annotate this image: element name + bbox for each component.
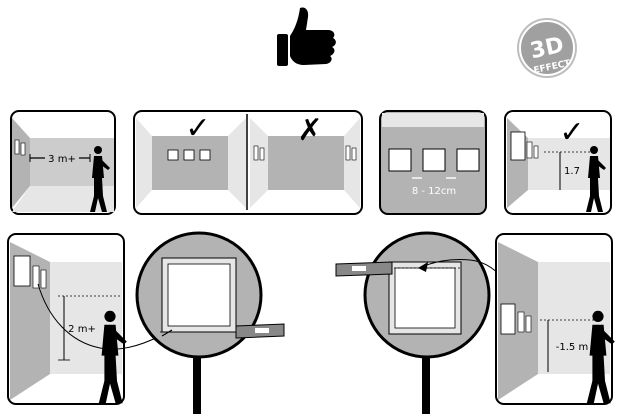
arrow-icon <box>418 262 428 272</box>
panel-wall-choice: ✓ ✗ <box>133 110 363 215</box>
label-hang-height-2: -1.5 m <box>556 342 588 353</box>
panel-eye-height: 1.7 ✓ <box>504 110 612 215</box>
check-icon: ✓ <box>185 111 210 146</box>
panel-viewing-distance: 3 m+ <box>10 110 116 215</box>
panel-spacing: 8 - 12cm <box>379 110 487 215</box>
level-tool-icon <box>235 323 285 339</box>
magnifier-icon <box>135 231 285 414</box>
cross-icon: ✗ <box>297 113 322 148</box>
panel-hang-height-right: -1.5 m <box>495 233 615 405</box>
label-spacing: 8 - 12cm <box>412 186 456 197</box>
magnifier-icon-2 <box>335 231 521 414</box>
panel-hang-height-left: 2 m+ <box>7 233 161 405</box>
level-tool-icon-2 <box>335 261 393 277</box>
label-distance: 3 m+ <box>48 154 76 165</box>
thumbs-up-icon <box>277 7 336 66</box>
check-icon-2: ✓ <box>559 115 584 150</box>
label-hang-height: 2 m+ <box>68 324 96 335</box>
label-eye-height: 1.7 <box>564 166 580 177</box>
3d-effect-badge: 3D EFFECT <box>517 18 577 78</box>
